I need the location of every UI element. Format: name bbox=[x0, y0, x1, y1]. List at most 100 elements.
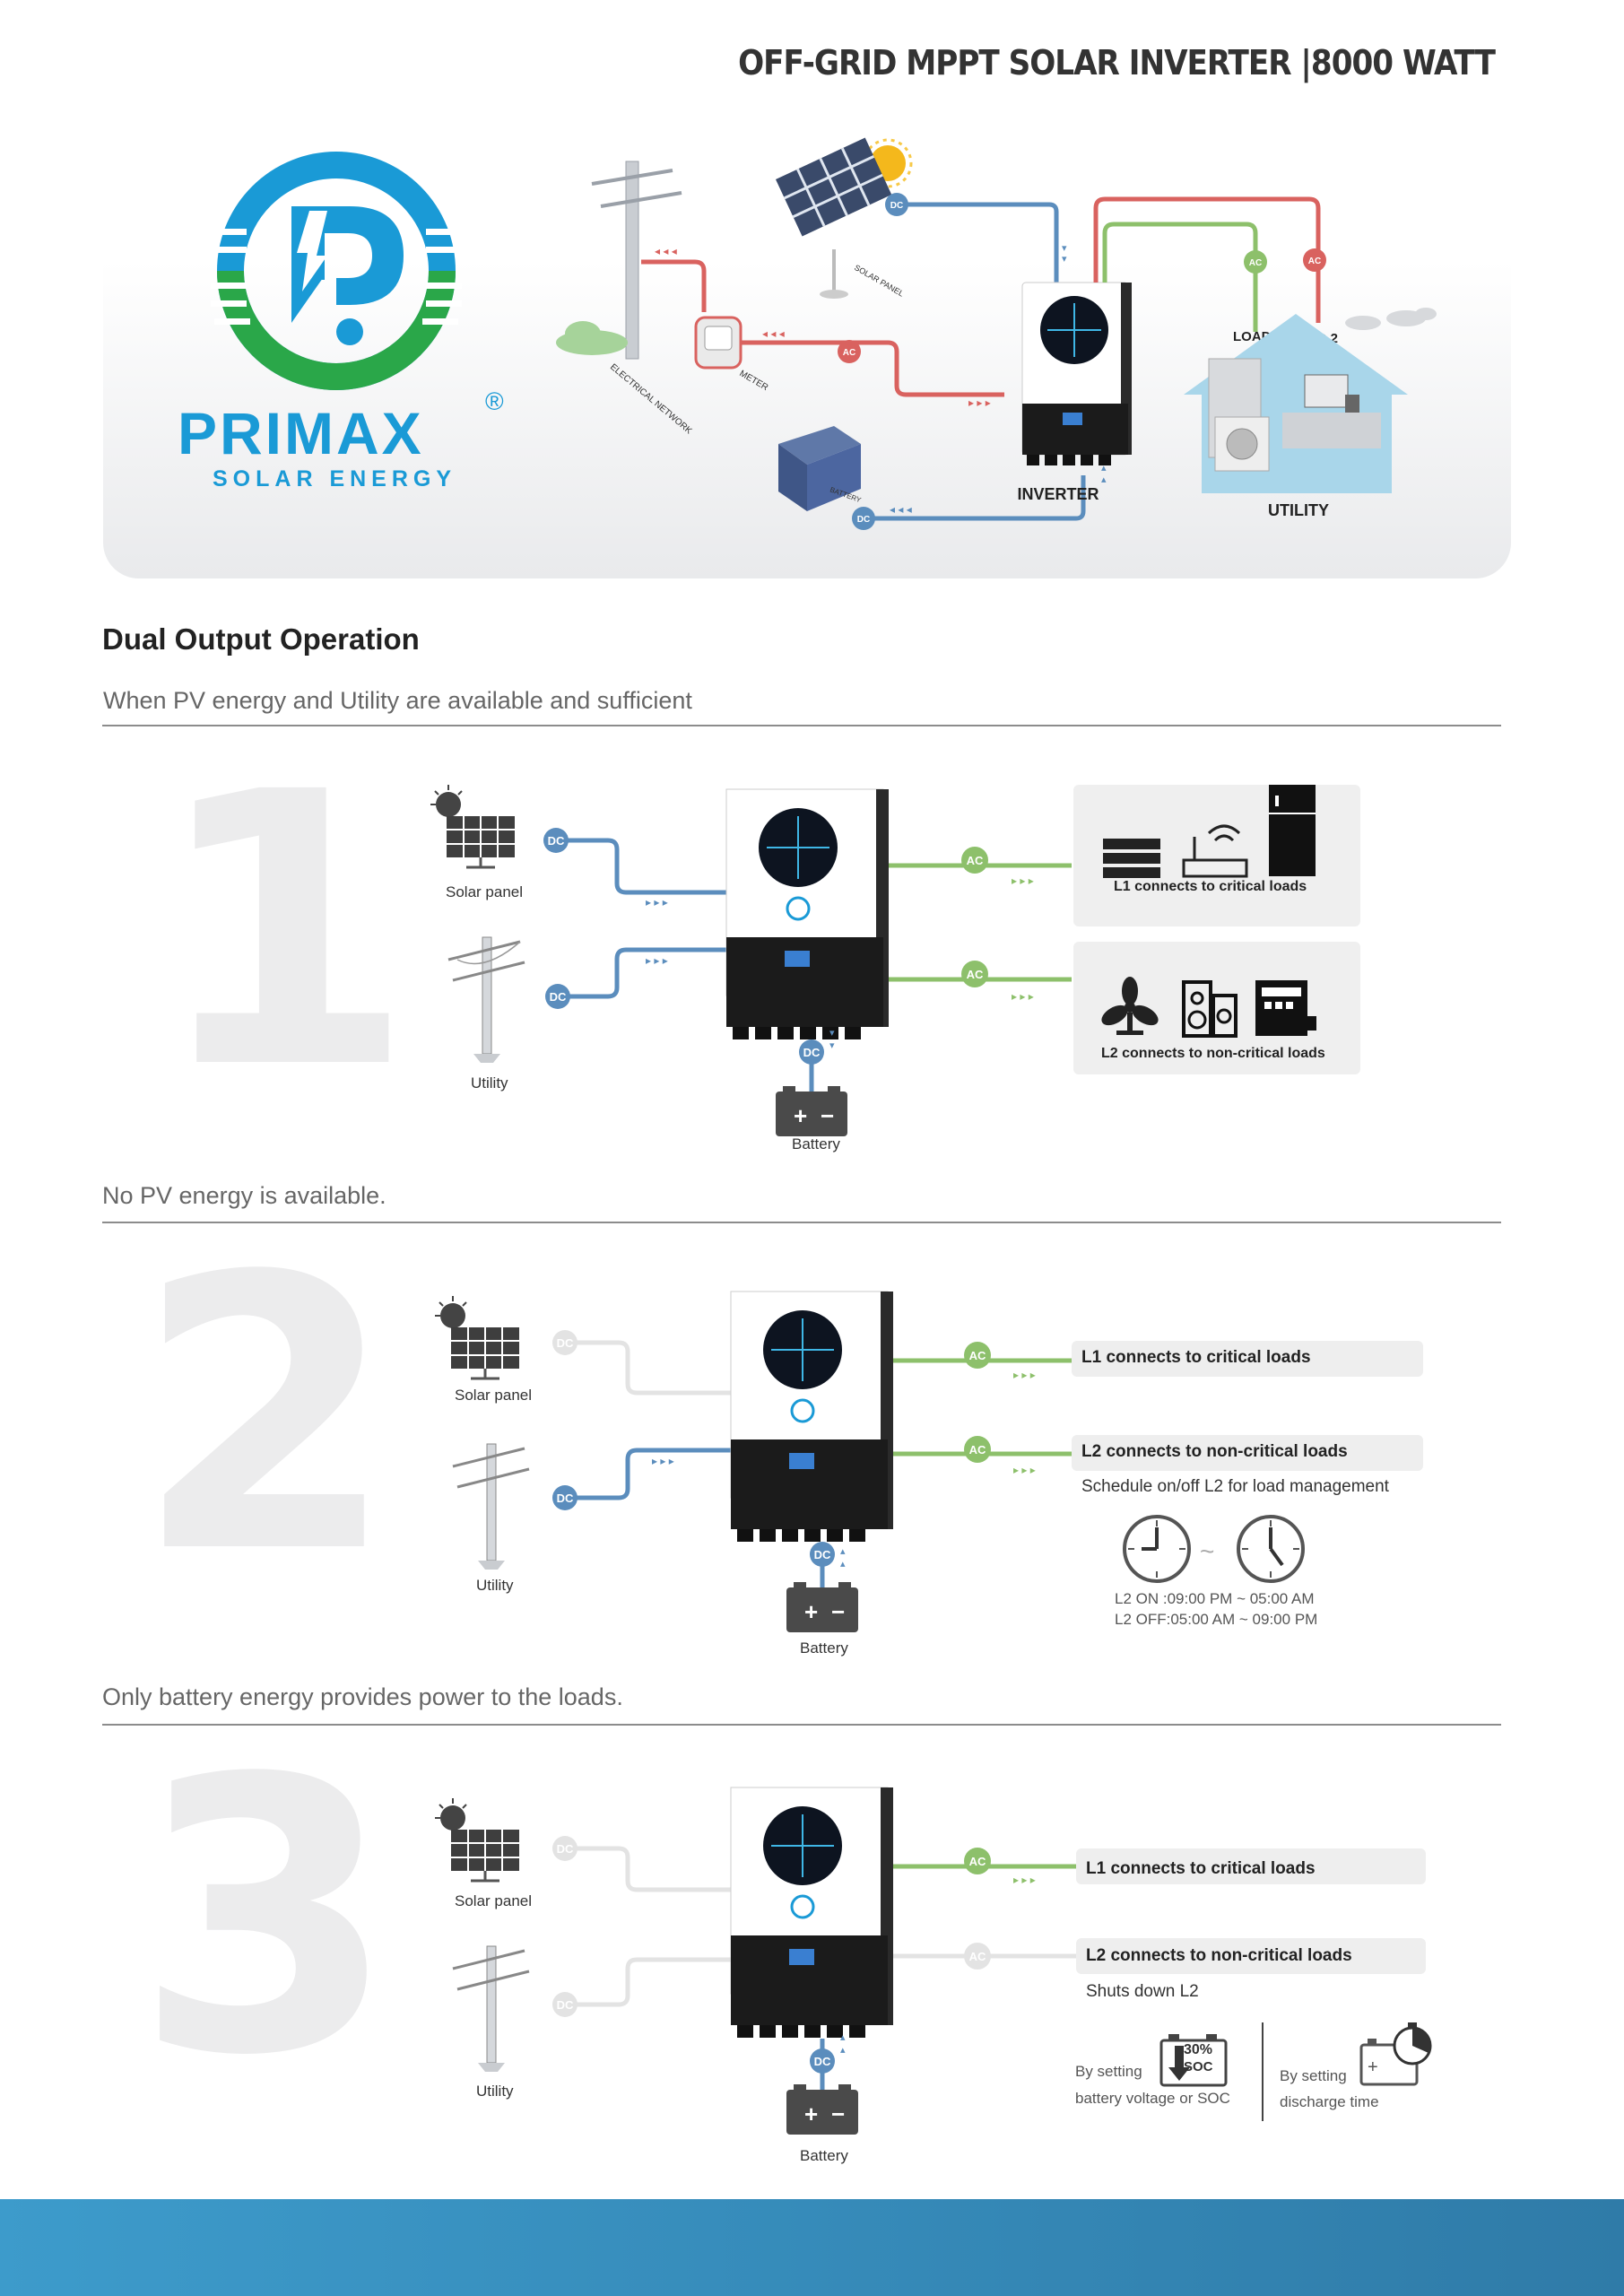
hero-network-label: ELECTRICAL NETWORK bbox=[608, 362, 694, 437]
svg-text:DC: DC bbox=[814, 1548, 831, 1561]
scenario-2-utility-label: Utility bbox=[476, 1577, 514, 1594]
svg-text:AC: AC bbox=[967, 854, 984, 867]
clock-icon bbox=[1123, 1515, 1191, 1583]
divider bbox=[102, 1222, 1501, 1223]
svg-text:+: + bbox=[794, 1102, 807, 1129]
scenario-3-battery-label: Battery bbox=[800, 2147, 848, 2164]
scenario-1-battery-label: Battery bbox=[792, 1135, 840, 1152]
divider bbox=[102, 1724, 1501, 1726]
coffee-machine-icon bbox=[1255, 980, 1316, 1036]
utility-pole-icon bbox=[591, 161, 682, 360]
svg-text:DC: DC bbox=[857, 515, 870, 525]
svg-text:DC: DC bbox=[557, 1492, 574, 1505]
svg-text:AC: AC bbox=[969, 1349, 986, 1362]
svg-text:AC: AC bbox=[969, 1443, 986, 1457]
svg-text:◂ ◂ ◂: ◂ ◂ ◂ bbox=[762, 327, 785, 340]
svg-text:AC: AC bbox=[1249, 258, 1262, 268]
scenario-1-subtitle: When PV energy and Utility are available… bbox=[103, 687, 692, 714]
svg-text:+: + bbox=[804, 2100, 818, 2127]
svg-text:▴: ▴ bbox=[840, 1559, 846, 1570]
solar-panel-icon bbox=[435, 1798, 519, 1883]
fridge-icon bbox=[1269, 785, 1316, 876]
svg-text:▸ ▸ ▸: ▸ ▸ ▸ bbox=[646, 896, 668, 909]
svg-text:▾: ▾ bbox=[1062, 243, 1067, 254]
svg-text:▴: ▴ bbox=[840, 2032, 846, 2043]
registered-mark: ® bbox=[485, 387, 504, 415]
meter-icon bbox=[694, 316, 743, 370]
inverter-icon bbox=[725, 788, 889, 1039]
svg-text:−: − bbox=[821, 1102, 834, 1129]
svg-text:DC: DC bbox=[550, 990, 567, 1004]
footer-band bbox=[0, 2199, 1624, 2296]
utility-pole-icon bbox=[447, 936, 525, 1063]
svg-text:DC: DC bbox=[557, 1336, 574, 1350]
scenario-3-soc-value: 30% bbox=[1184, 2042, 1213, 2057]
scenario-3-l1-label: L1 connects to critical loads bbox=[1086, 1859, 1316, 1878]
utility-pole-icon bbox=[452, 1945, 530, 2072]
utility-pole-icon bbox=[452, 1443, 530, 1570]
hero-meter-label: METER bbox=[738, 369, 770, 393]
svg-text:▴: ▴ bbox=[1101, 474, 1107, 485]
l2-load-box bbox=[1073, 942, 1360, 1074]
scenario-2-subtitle: No PV energy is available. bbox=[102, 1182, 386, 1209]
l2-label-bar bbox=[1076, 1938, 1426, 1974]
svg-text:−: − bbox=[831, 1598, 845, 1625]
svg-text:◂ ◂ ◂: ◂ ◂ ◂ bbox=[890, 503, 912, 516]
scenario-3-setting-a2: battery voltage or SOC bbox=[1075, 2090, 1230, 2107]
svg-text:▴: ▴ bbox=[1101, 463, 1107, 474]
brand-tagline: SOLAR ENERGY bbox=[213, 466, 457, 491]
section-title: Dual Output Operation bbox=[102, 622, 420, 656]
scenario-3-diagram: DC DC AC AC ▸ ▸ ▸ DC ▴ ▴ + − + bbox=[435, 1787, 1432, 2135]
scenario-3-setting-a: By setting bbox=[1075, 2063, 1142, 2080]
svg-text:+: + bbox=[804, 1598, 818, 1625]
svg-text:DC: DC bbox=[557, 1998, 574, 2012]
scenario-1-solar-label: Solar panel bbox=[446, 883, 524, 900]
divider bbox=[102, 725, 1501, 726]
l2-label-bar bbox=[1072, 1435, 1423, 1471]
svg-text:+: + bbox=[1368, 2057, 1378, 2077]
battery-icon: + − bbox=[786, 1582, 858, 1632]
svg-text:▴: ▴ bbox=[840, 1546, 846, 1557]
clock-icon bbox=[1237, 1515, 1305, 1583]
scenario-2-number: 2 bbox=[135, 1197, 397, 1636]
scenario-3-soc-unit: SOC bbox=[1184, 2059, 1213, 2074]
svg-text:−: − bbox=[831, 2100, 845, 2127]
house-appliances-icon bbox=[1184, 314, 1408, 493]
svg-text:▸ ▸ ▸: ▸ ▸ ▸ bbox=[652, 1455, 674, 1467]
svg-text:▾: ▾ bbox=[1062, 254, 1067, 265]
scenario-1-l2-label: L2 connects to non-critical loads bbox=[1101, 1046, 1325, 1061]
svg-text:▾: ▾ bbox=[829, 1040, 835, 1051]
scenario-3-utility-label: Utility bbox=[476, 2083, 514, 2100]
svg-text:▸ ▸ ▸: ▸ ▸ ▸ bbox=[1013, 1369, 1036, 1381]
scenario-3-setting-b2: discharge time bbox=[1280, 2093, 1379, 2110]
scenario-3-l2-label: L2 connects to non-critical loads bbox=[1086, 1946, 1352, 1965]
hero-inverter-label: INVERTER bbox=[1017, 485, 1099, 503]
scenario-1-l1-label: L1 connects to critical loads bbox=[1114, 879, 1307, 894]
battery-soc-icon bbox=[1159, 2034, 1228, 2087]
scenario-2-off-time: L2 OFF:05:00 AM ~ 09:00 PM bbox=[1115, 1611, 1318, 1628]
hero-solar-label: SOLAR PANEL bbox=[853, 263, 906, 299]
svg-text:DC: DC bbox=[557, 1842, 574, 1856]
fan-icon bbox=[1101, 977, 1159, 1035]
inverter-icon bbox=[1021, 282, 1132, 465]
hero-ac-badge: AC bbox=[843, 348, 855, 358]
battery-icon: + − bbox=[786, 2084, 858, 2135]
scenario-3-setting-b: By setting bbox=[1280, 2067, 1347, 2084]
svg-text:▸ ▸ ▸: ▸ ▸ ▸ bbox=[1012, 990, 1034, 1003]
scenario-2-diagram: DC DC ▸ ▸ ▸ AC AC ▸ ▸ ▸ ▸ ▸ ▸ DC ▴ ▴ + −… bbox=[435, 1291, 1423, 1632]
svg-text:~: ~ bbox=[1200, 1537, 1214, 1565]
l1-label-bar bbox=[1076, 1848, 1426, 1884]
inverter-icon bbox=[730, 1291, 893, 1542]
battery-icon: + − bbox=[776, 1086, 847, 1136]
server-icon bbox=[1103, 839, 1160, 878]
scenario-2-l1-label: L1 connects to critical loads bbox=[1081, 1348, 1311, 1367]
svg-text:◂ ◂ ◂: ◂ ◂ ◂ bbox=[655, 245, 677, 257]
scenario-1-utility-label: Utility bbox=[471, 1074, 508, 1091]
router-icon bbox=[1182, 824, 1248, 878]
scenario-3-subtitle: Only battery energy provides power to th… bbox=[102, 1683, 623, 1710]
solar-panel-icon bbox=[435, 1296, 519, 1380]
svg-text:DC: DC bbox=[890, 201, 903, 211]
brand-name: PRIMAX bbox=[178, 400, 424, 466]
svg-text:▸ ▸ ▸: ▸ ▸ ▸ bbox=[1013, 1464, 1036, 1476]
page-title: OFF-GRID MPPT SOLAR INVERTER |8000 WATT bbox=[738, 43, 1496, 83]
